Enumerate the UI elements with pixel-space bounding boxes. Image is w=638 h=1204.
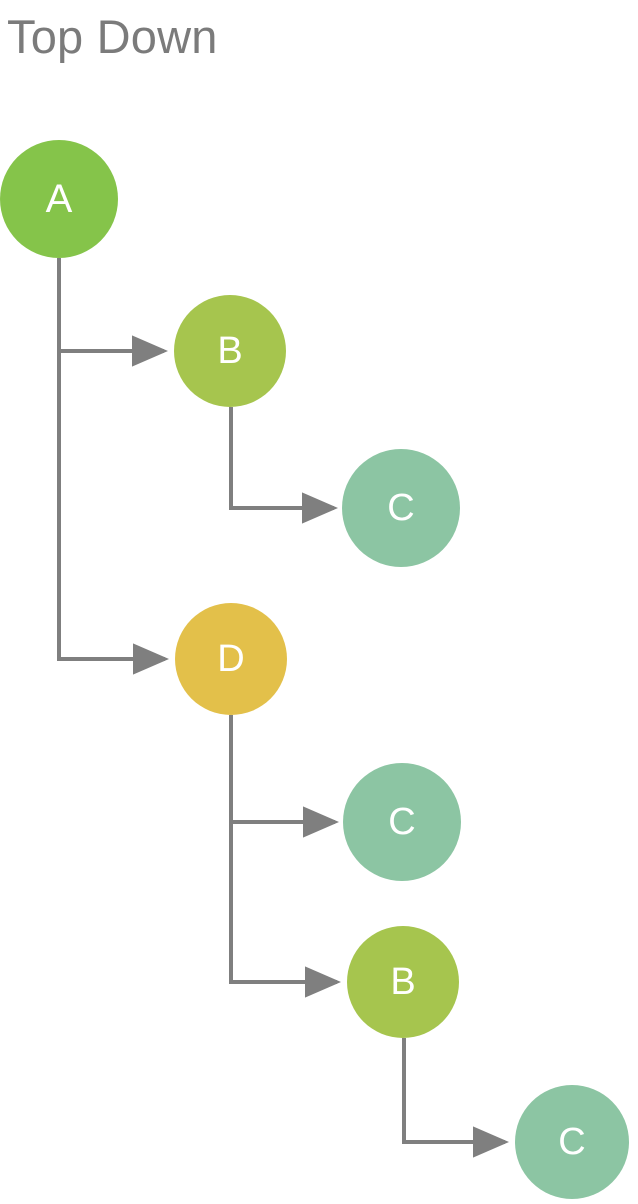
- node-label: D: [217, 638, 245, 680]
- node-label: B: [217, 330, 243, 372]
- node-label: A: [45, 177, 73, 221]
- node-d[interactable]: D: [175, 603, 287, 715]
- node-label: C: [387, 487, 415, 529]
- node-c1[interactable]: C: [342, 449, 460, 567]
- page-title: Top Down: [7, 10, 218, 63]
- node-label: C: [558, 1121, 586, 1163]
- edge-a-b1: [57, 258, 168, 367]
- node-label: B: [390, 961, 416, 1003]
- node-b1[interactable]: B: [174, 295, 286, 407]
- edge-d-b2: [229, 715, 341, 998]
- node-c3[interactable]: C: [515, 1085, 629, 1199]
- edge-a-d: [57, 258, 169, 675]
- node-a[interactable]: A: [0, 140, 118, 258]
- node-b2[interactable]: B: [347, 926, 459, 1038]
- node-c2[interactable]: C: [343, 763, 461, 881]
- edge-b2-c3: [402, 1038, 509, 1158]
- node-label: C: [388, 801, 416, 843]
- edge-b1-c1: [229, 407, 338, 524]
- edge-d-c2: [229, 715, 339, 838]
